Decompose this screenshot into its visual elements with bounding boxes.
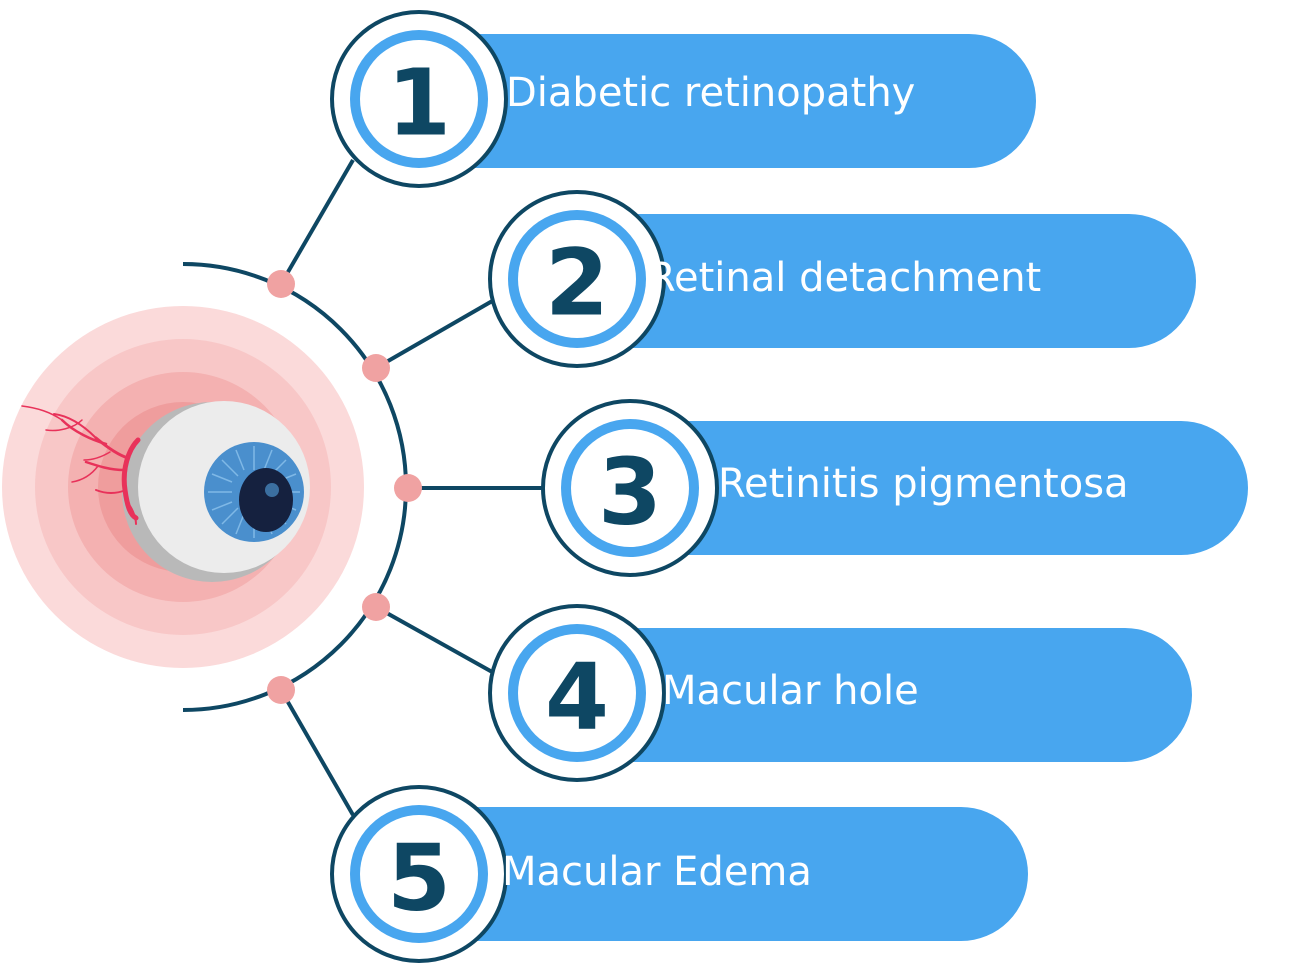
connector-dot-2	[362, 354, 390, 382]
item-3-label: Retinitis pigmentosa	[718, 461, 1129, 507]
item-4-badge	[518, 634, 636, 752]
connector-lines	[279, 158, 544, 816]
item-3-number: 3	[598, 439, 662, 546]
item-5-badge	[360, 815, 478, 933]
vein-lines	[21, 405, 141, 525]
item-5-pill	[400, 807, 1028, 941]
connector-dot-5	[267, 676, 295, 704]
item-2-label: Retinal detachment	[648, 255, 1041, 301]
eye-icon	[2, 306, 364, 668]
connector-dots	[267, 270, 422, 704]
item-3-badge	[571, 429, 689, 547]
item-2-pill	[560, 214, 1196, 348]
item-5-number: 5	[387, 825, 451, 932]
pupil-highlight	[265, 483, 279, 497]
connector-dot-3	[394, 474, 422, 502]
item-1-number: 1	[387, 50, 451, 157]
connector-dot-1	[267, 270, 295, 298]
item-4-number: 4	[545, 644, 609, 751]
item-2-badge	[518, 220, 636, 338]
item-3-pill	[612, 421, 1248, 555]
item-4-pill	[560, 628, 1192, 762]
item-2-number: 2	[545, 230, 609, 337]
connector-line-5	[279, 689, 355, 816]
item-1-label: Diabetic retinopathy	[506, 70, 915, 116]
list-item-2: 2 Retinal detachment	[488, 190, 1196, 368]
item-4-label: Macular hole	[662, 668, 919, 714]
item-5-label: Macular Edema	[502, 849, 812, 895]
connector-line-2	[375, 298, 495, 370]
list-item-4: 4 Macular hole	[488, 604, 1192, 782]
connector-line-4	[375, 605, 495, 675]
pupil	[239, 468, 293, 532]
list-item-3: 3 Retinitis pigmentosa	[541, 399, 1248, 577]
item-1-pill	[400, 34, 1036, 168]
item-1-badge	[360, 40, 478, 158]
list-item-1: 1 Diabetic retinopathy	[330, 10, 1036, 188]
list-item-5: 5 Macular Edema	[330, 785, 1028, 963]
connector-dot-4	[362, 593, 390, 621]
connector-line-1	[279, 158, 355, 286]
